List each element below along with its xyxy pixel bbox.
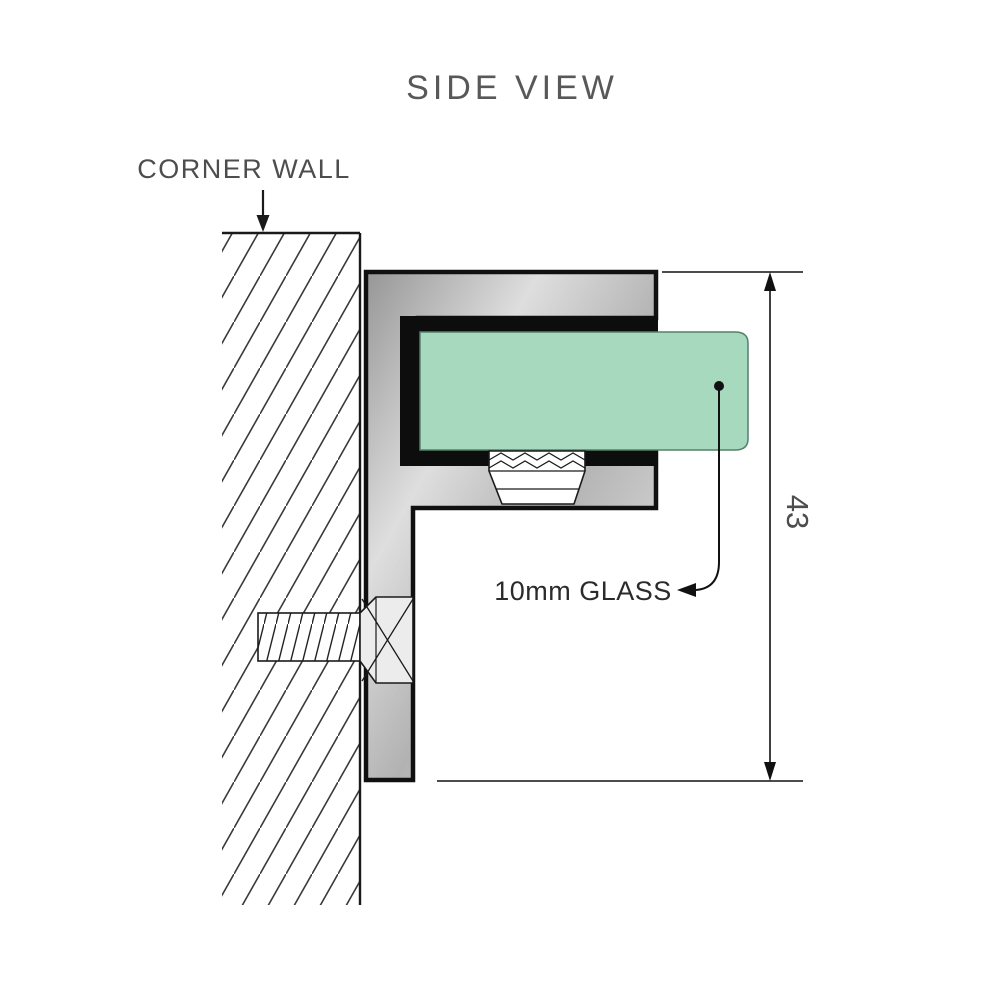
wall-line <box>222 231 362 905</box>
page-title: SIDE VIEW <box>406 69 618 107</box>
dimension-value: 43 <box>780 495 815 529</box>
glass-leader-line <box>677 381 724 597</box>
corner-wall-arrow <box>256 190 270 232</box>
wall-hatching <box>222 233 360 905</box>
grub-screw <box>488 450 586 505</box>
wall-screw <box>257 596 414 684</box>
corner-wall-label: CORNER WALL <box>137 154 351 184</box>
glass-panel <box>419 331 749 451</box>
bracket-channel-seal <box>400 316 658 466</box>
glass-label: 10mm GLASS <box>494 576 672 606</box>
dimension-extension-lines <box>437 271 803 782</box>
dimension-line <box>764 272 776 781</box>
